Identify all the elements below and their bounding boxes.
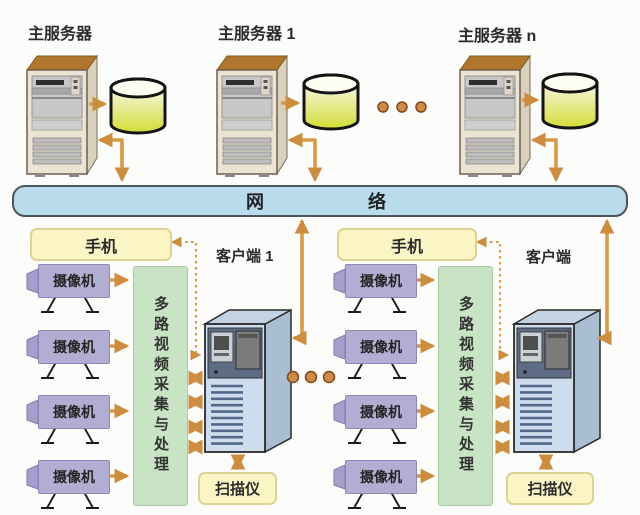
camera-box-right-3: 摄像机: [345, 395, 417, 429]
processor-label-right: 多路视频采集与处理: [457, 296, 474, 476]
scanner-label-right: 扫描仪: [527, 481, 573, 498]
scanner-label-left: 扫描仪: [214, 481, 260, 498]
pc-tower-icon-right: [512, 308, 602, 454]
ellipsis-dots-clients: [286, 370, 336, 384]
camera-box-right-2: 摄像机: [345, 330, 417, 364]
server-2-label: 主服务器 1: [218, 26, 296, 43]
camera-box-left-4: 摄像机: [38, 460, 110, 494]
server-3-label: 主服务器 n: [458, 28, 537, 45]
server-tower-icon-2: [216, 55, 288, 178]
network-label-char-1: 网: [246, 192, 264, 212]
camera-label: 摄像机: [360, 273, 402, 289]
phone-box-left: 手机: [30, 228, 172, 261]
client-2-title: 客户端: [526, 249, 572, 266]
network-label-char-2: 络: [368, 192, 386, 212]
database-cylinder-icon-3: [541, 72, 599, 130]
server-1-label: 主服务器: [28, 26, 93, 43]
camera-box-left-3: 摄像机: [38, 395, 110, 429]
camera-label: 摄像机: [360, 339, 402, 355]
server-tower-icon-1: [26, 55, 98, 178]
client-1-title: 客户端 1: [216, 248, 274, 265]
phone-label-right: 手机: [390, 238, 423, 256]
camera-label: 摄像机: [360, 469, 402, 485]
processor-box-right: 多路视频采集与处理: [438, 266, 493, 506]
camera-label: 摄像机: [53, 469, 95, 485]
server-tower-icon-3: [459, 55, 531, 178]
camera-label: 摄像机: [360, 404, 402, 420]
scanner-box-right: 扫描仪: [506, 472, 594, 505]
processor-box-left: 多路视频采集与处理: [133, 266, 188, 506]
dotted-wireless-arrows: [170, 236, 510, 361]
phone-label-left: 手机: [84, 238, 117, 256]
database-cylinder-icon-1: [109, 77, 167, 135]
camera-label: 摄像机: [53, 404, 95, 420]
camera-box-right-1: 摄像机: [345, 264, 417, 298]
camera-box-left-2: 摄像机: [38, 330, 110, 364]
camera-label: 摄像机: [53, 273, 95, 289]
database-cylinder-icon-2: [302, 73, 360, 131]
scanner-box-left: 扫描仪: [198, 472, 277, 505]
pc-tower-icon-left: [203, 308, 293, 454]
phone-box-right: 手机: [337, 228, 477, 261]
camera-box-right-4: 摄像机: [345, 460, 417, 494]
solid-link-arrows: [89, 92, 615, 484]
network-bus: [12, 185, 628, 217]
processor-label-left: 多路视频采集与处理: [152, 296, 169, 476]
camera-label: 摄像机: [53, 339, 95, 355]
network-label: 网 络: [246, 185, 386, 217]
camera-box-left-1: 摄像机: [38, 264, 110, 298]
ellipsis-dots-servers: [377, 101, 427, 113]
